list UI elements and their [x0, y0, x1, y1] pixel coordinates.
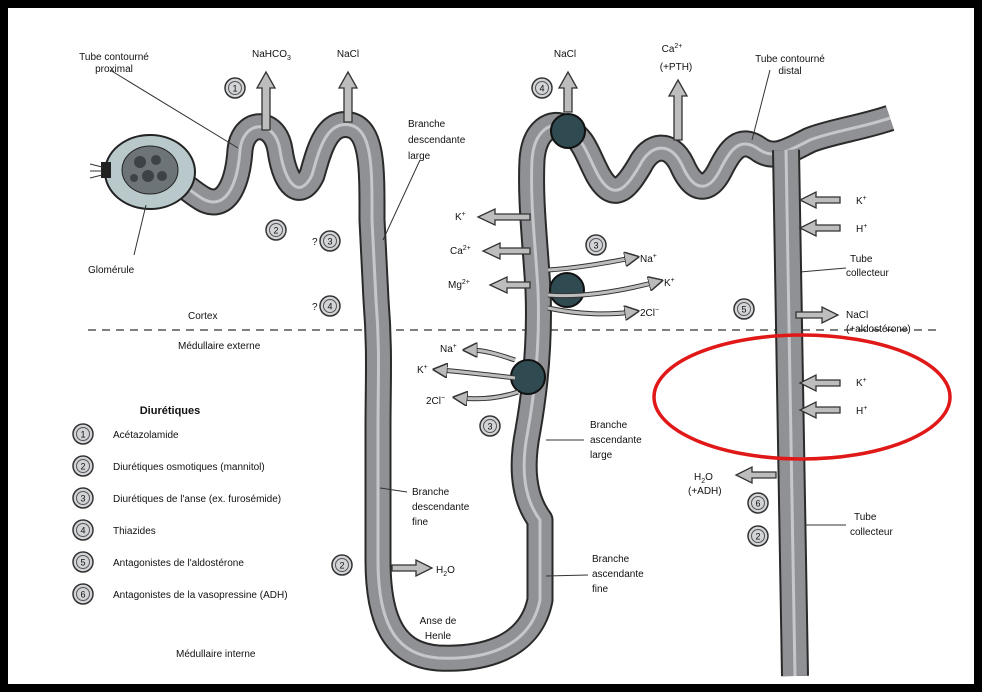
label-baf-1: Branche [592, 554, 630, 565]
label-pth: (+PTH) [660, 62, 693, 73]
svg-text:4: 4 [80, 526, 85, 536]
label-nacl-1: NaCl [337, 49, 359, 60]
label-baf-3: fine [592, 584, 609, 595]
label-tcp-1: Tube contourné [79, 52, 149, 63]
badge-4-prox: 4 [320, 296, 340, 316]
badge-3-prox: 3 [320, 231, 340, 251]
pump-tal-lower [511, 360, 545, 394]
label-bdf-2: descendante [412, 502, 470, 513]
pump-tal [550, 273, 584, 307]
svg-text:5: 5 [80, 558, 85, 568]
svg-text:6: 6 [755, 499, 760, 509]
svg-text:Thiazides: Thiazides [113, 526, 156, 537]
svg-text:1: 1 [232, 84, 237, 94]
label-medullaire-externe: Médullaire externe [178, 341, 261, 352]
collecting-duct [786, 150, 795, 676]
svg-text:3: 3 [593, 241, 598, 251]
label-nacl-aldo: NaCl [846, 310, 868, 321]
label-tcp-2: proximal [95, 64, 133, 75]
label-q4: ? [312, 302, 318, 313]
label-anse-2: Henle [425, 631, 452, 642]
svg-text:2: 2 [755, 532, 760, 542]
svg-text:2: 2 [273, 226, 278, 236]
svg-text:Antagonistes de l'aldostérone: Antagonistes de l'aldostérone [113, 558, 244, 569]
badge-2-loop: 2 [332, 555, 352, 575]
label-bal-3: large [590, 450, 613, 461]
badge-2-prox: 2 [266, 220, 286, 240]
label-anse-1: Anse de [420, 616, 457, 627]
label-baf-2: ascendante [592, 569, 644, 580]
badge-1-top: 1 [225, 78, 245, 98]
svg-text:2: 2 [339, 561, 344, 571]
svg-text:1: 1 [80, 430, 85, 440]
label-tcd-1: Tube contourné [755, 54, 825, 65]
label-bdf-1: Branche [412, 487, 450, 498]
label-bdl-3: large [408, 151, 431, 162]
label-bdl-1: Branche [408, 119, 446, 130]
label-tc1-1: Tube [850, 254, 873, 265]
label-bal-2: ascendante [590, 435, 642, 446]
svg-text:6: 6 [80, 590, 85, 600]
legend-title: Diurétiques [140, 405, 201, 417]
label-q3: ? [312, 237, 318, 248]
pump-dct [551, 114, 585, 148]
svg-text:5: 5 [741, 305, 746, 315]
label-tcd-2: distal [778, 66, 801, 77]
svg-text:3: 3 [80, 494, 85, 504]
outer-border [4, 4, 978, 688]
badge-6-tc: 6 [748, 493, 768, 513]
badge-2-tc: 2 [748, 526, 768, 546]
svg-text:3: 3 [327, 237, 332, 247]
label-adh: (+ADH) [688, 486, 722, 497]
svg-text:4: 4 [539, 84, 544, 94]
svg-text:4: 4 [327, 302, 332, 312]
label-glomerule: Glomérule [88, 265, 135, 276]
label-bdf-3: fine [412, 517, 429, 528]
badge-3-asc: 3 [586, 235, 606, 255]
svg-text:Antagonistes de la vasopressin: Antagonistes de la vasopressine (ADH) [113, 590, 288, 601]
label-bdl-2: descendante [408, 135, 466, 146]
svg-text:2: 2 [80, 462, 85, 472]
label-tc1-2: collecteur [846, 268, 889, 279]
label-tc2-1: Tube [854, 512, 877, 523]
label-bal-1: Branche [590, 420, 628, 431]
badge-4-top: 4 [532, 78, 552, 98]
svg-text:Diurétiques de l'anse (ex. fur: Diurétiques de l'anse (ex. furosémide) [113, 494, 281, 505]
badge-5-tc: 5 [734, 299, 754, 319]
svg-text:3: 3 [487, 422, 492, 432]
svg-text:Acétazolamide: Acétazolamide [113, 430, 179, 441]
label-tc2-2: collecteur [850, 527, 893, 538]
label-medullaire-interne: Médullaire interne [176, 649, 256, 660]
badge-3-lower: 3 [480, 416, 500, 436]
label-nacl-2: NaCl [554, 49, 576, 60]
label-aldo: (+aldostérone) [846, 324, 911, 335]
svg-text:Diurétiques osmotiques (mannit: Diurétiques osmotiques (mannitol) [113, 462, 265, 473]
label-cortex: Cortex [188, 311, 217, 322]
